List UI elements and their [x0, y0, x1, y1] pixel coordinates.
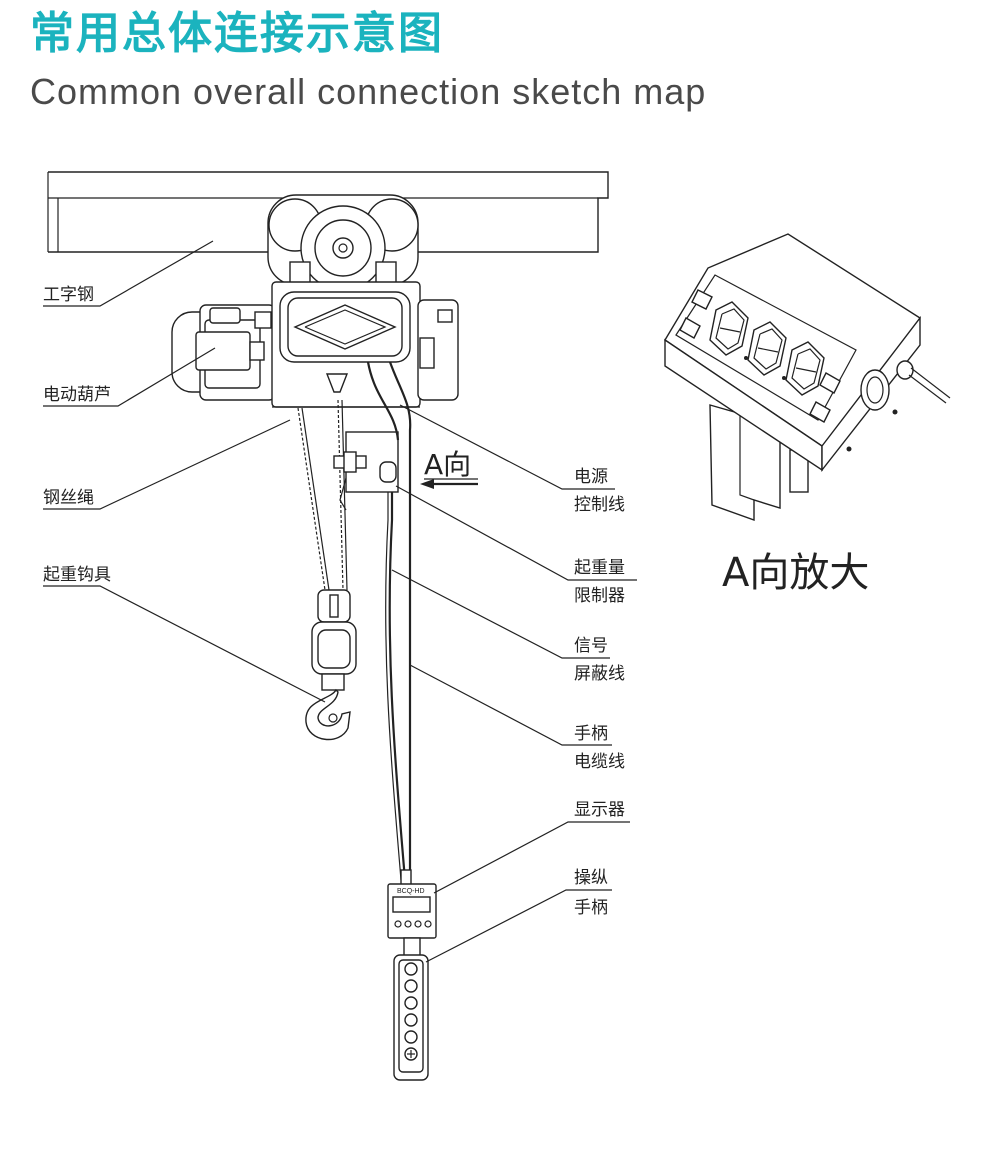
pendant-handle [393, 954, 429, 1081]
right-labels: 电源 控制线 起重量 限制器 信号 屏蔽线 手柄 电缆线 显示器 操纵 手柄 [391, 404, 637, 963]
page-subtitle: Common overall connection sketch map [30, 71, 707, 112]
page-title: 常用总体连接示意图 [30, 8, 444, 59]
label-handle-cable-1: 手柄 [574, 724, 608, 744]
label-limiter-2: 限制器 [574, 586, 625, 606]
label-limiter-1: 起重量 [574, 558, 625, 578]
cables [366, 361, 412, 881]
zoomed-display [664, 233, 951, 521]
label-lifting-hook: 起重钩具 [43, 565, 111, 585]
label-power-control-1: 电源 [574, 467, 608, 487]
label-wire-rope: 钢丝绳 [43, 488, 94, 508]
trolley [267, 194, 419, 291]
label-power-control-2: 控制线 [574, 495, 625, 515]
label-operating-2: 手柄 [574, 898, 608, 918]
direction-arrow: A向 [420, 448, 478, 489]
label-handle-cable-2: 电缆线 [574, 752, 625, 772]
direction-marker: A向 [424, 448, 471, 481]
seven-segment-digits [709, 301, 825, 396]
zoom-caption: A向放大 [722, 550, 869, 596]
display-brand: BCQ-HD [397, 888, 425, 895]
left-labels: 工字钢 电动葫芦 钢丝绳 起重钩具 [43, 240, 326, 703]
label-display: 显示器 [574, 800, 625, 820]
electric-hoist [171, 281, 459, 408]
wire-rope [297, 399, 348, 591]
hook-block [305, 589, 357, 741]
display-unit: BCQ-HD [387, 869, 437, 957]
label-signal-2: 屏蔽线 [574, 664, 625, 684]
label-signal-1: 信号 [574, 636, 608, 656]
label-i-beam: 工字钢 [43, 285, 94, 305]
load-limiter [333, 431, 399, 511]
label-operating-1: 操纵 [574, 868, 608, 888]
label-electric-hoist: 电动葫芦 [43, 385, 111, 405]
